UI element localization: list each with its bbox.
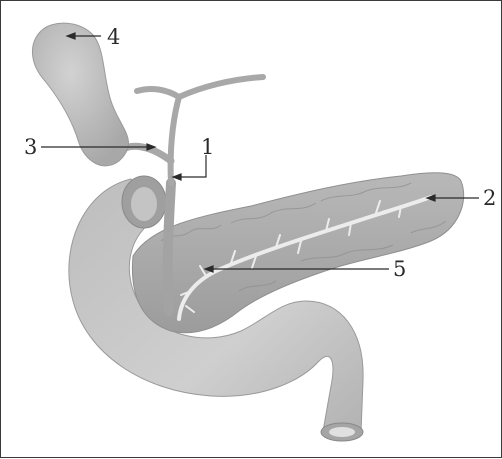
hepatic-ducts: [137, 77, 263, 183]
label-4: 4: [107, 27, 120, 48]
label-1: 1: [201, 137, 214, 158]
label-3: 3: [24, 137, 37, 158]
common-bile-duct: [168, 183, 171, 311]
label-2: 2: [483, 188, 496, 209]
label-5: 5: [393, 259, 406, 280]
